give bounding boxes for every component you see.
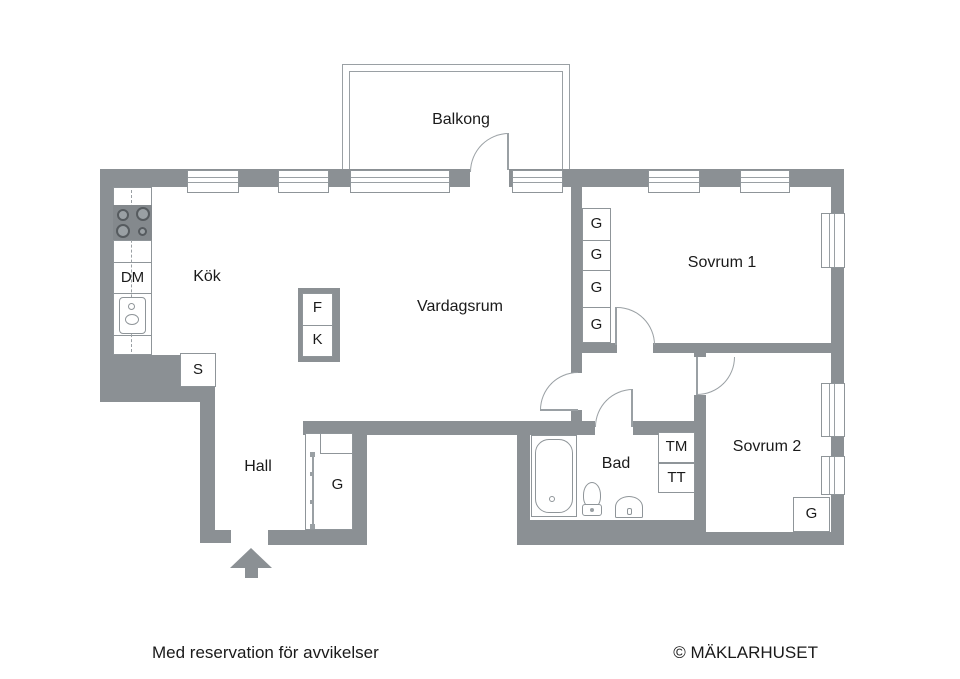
bathroom-door-arc-icon: [595, 389, 633, 427]
hall-wardrobe-shelf-line: [320, 453, 353, 454]
bedroom2-wardrobe-box: [793, 497, 830, 532]
entrance-arrow-icon: [230, 548, 272, 568]
wall-corridor-west: [571, 183, 582, 373]
bedroom1-label: Sovrum 1: [687, 254, 757, 271]
hall-sliding-door-icon: [312, 455, 314, 527]
counter-dashed-centerline: [131, 190, 132, 352]
disclaimer-text: Med reservation för avvikelser: [152, 643, 379, 662]
corridor-door-leaf-icon: [540, 409, 578, 411]
bedroom2-wardrobe-label: G: [805, 505, 818, 522]
fridge-freezer-divider: [302, 325, 333, 326]
dishwasher-label: DM: [120, 269, 145, 286]
wall-left: [100, 169, 113, 400]
bedroom1-door-arc-icon: [617, 307, 655, 345]
window-living-icon: [350, 170, 450, 193]
wall-hall-west-foot: [200, 530, 231, 543]
kitchen-sink-basin-icon: [125, 314, 139, 325]
wardrobe-label: G: [590, 215, 603, 232]
hall-label: Hall: [244, 458, 272, 475]
wardrobe-label: G: [590, 316, 603, 333]
fridge-label: F: [312, 299, 323, 316]
window-bedroom2-east-1-icon: [821, 383, 845, 437]
washing-machine-label: TM: [665, 438, 688, 455]
balcony-door-opening: [470, 169, 509, 187]
bedroom2-door-leaf-icon: [696, 357, 698, 395]
slide-stop-icon: [310, 500, 314, 504]
washing-machine-box: [658, 432, 695, 463]
wall-hall-west: [200, 387, 215, 543]
hall-wardrobe-label: G: [331, 476, 344, 493]
balcony-rail-outer: [342, 64, 570, 171]
corridor-door-arc-icon: [540, 372, 578, 410]
bathroom-door-leaf-icon: [631, 389, 633, 427]
counter-divider-2: [113, 240, 152, 241]
pantry-label: S: [192, 361, 203, 378]
kitchen-sink-faucet-icon: [128, 303, 135, 310]
wardrobe-label: G: [590, 246, 603, 263]
wardrobe-divider-3: [582, 307, 611, 308]
dryer-label: TT: [667, 469, 686, 486]
window-bedroom2-east-2-icon: [821, 456, 845, 495]
wardrobe-label: G: [590, 279, 603, 296]
copyright-text: © MÄKLARHUSET: [673, 643, 818, 662]
balcony-rail-inner: [349, 71, 563, 171]
washbasin-drain-icon: [627, 508, 632, 515]
slide-stop-icon: [310, 472, 314, 476]
entrance-arrow-stem: [245, 568, 258, 578]
toilet-button-icon: [590, 508, 594, 512]
living-room-label: Vardagsrum: [417, 298, 503, 315]
window-kitchen-1-icon: [187, 170, 239, 193]
wall-bedroom2-south: [700, 532, 844, 545]
balcony-label: Balkong: [432, 111, 490, 128]
window-living-2-icon: [512, 170, 563, 193]
balcony-door-leaf-icon: [507, 134, 509, 170]
slide-stop-icon: [310, 524, 315, 529]
wall-bath-bedroom2-divider-lower: [694, 395, 706, 545]
window-bedroom1-north-2-icon: [740, 170, 790, 193]
wall-corridor-west-stub: [571, 410, 582, 435]
wall-bedroom1-south-east: [653, 343, 844, 353]
bathtub-inner: [535, 439, 573, 513]
bathroom-label: Bad: [601, 455, 631, 472]
window-bedroom1-east-icon: [821, 213, 845, 268]
counter-divider-5: [113, 335, 152, 336]
window-kitchen-2-icon: [278, 170, 329, 193]
stove-burner-icon: [117, 209, 129, 221]
wall-bottom-entry: [268, 530, 367, 545]
wall-bath-west: [517, 421, 530, 545]
stove-burner-icon: [136, 207, 150, 221]
wardrobe-divider-2: [582, 270, 611, 271]
bedroom2-door-arc-icon: [697, 357, 735, 395]
kitchen-label: Kök: [193, 268, 221, 285]
stove-burner-icon: [138, 227, 147, 236]
stove-burner-icon: [116, 224, 130, 238]
wall-bath-south: [517, 520, 706, 545]
dryer-box: [658, 463, 695, 493]
freezer-label: K: [312, 331, 323, 348]
pantry-box: [180, 353, 216, 387]
wall-bath-north-east: [633, 421, 706, 435]
window-bedroom1-north-1-icon: [648, 170, 700, 193]
washbasin-icon: [615, 496, 643, 518]
bathtub-drain-icon: [549, 496, 555, 502]
counter-divider-4: [113, 293, 152, 294]
bedroom1-wardrobe-column: [582, 208, 611, 343]
counter-divider-3: [113, 262, 152, 263]
slide-stop-icon: [310, 452, 315, 457]
bedroom1-door-leaf-icon: [615, 307, 617, 345]
wall-bedroom1-south-west: [571, 343, 617, 353]
wall-hall-closet-right: [353, 430, 367, 545]
hall-wardrobe-shelf-side: [320, 433, 321, 453]
wardrobe-divider-1: [582, 240, 611, 241]
bedroom2-label: Sovrum 2: [732, 438, 802, 455]
